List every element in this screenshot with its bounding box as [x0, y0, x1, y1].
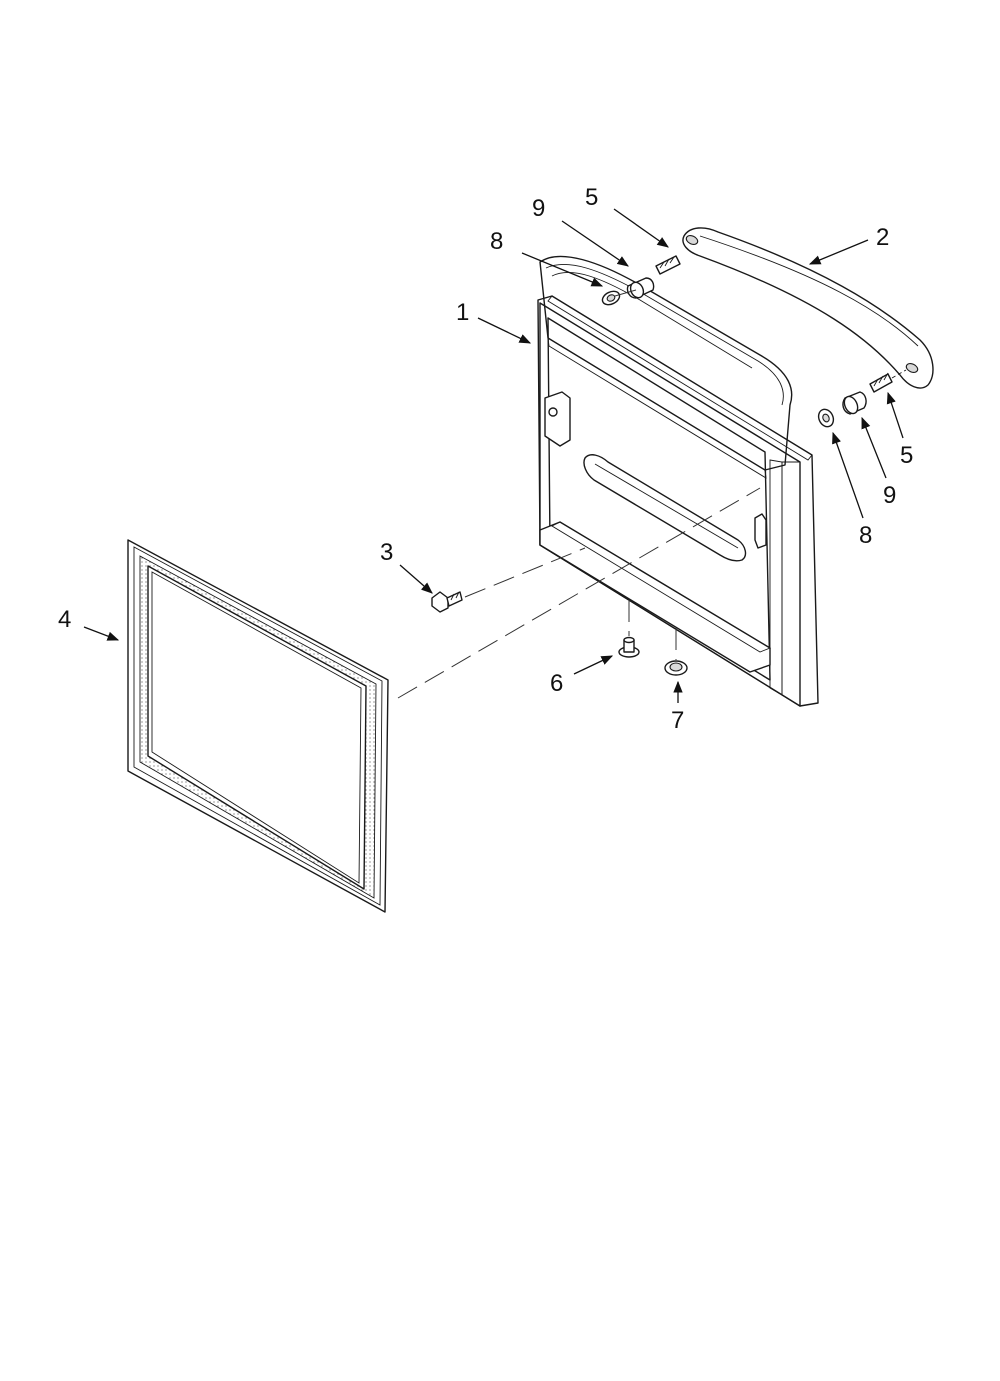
- callout-2: 2: [876, 224, 889, 251]
- callout-6: 6: [550, 670, 563, 697]
- door-handle: [682, 227, 934, 389]
- callout-4: 4: [58, 606, 71, 633]
- callout-8-right: 8: [859, 522, 872, 549]
- door-cap: [664, 660, 688, 676]
- callout-7: 7: [671, 707, 684, 734]
- door-stud: [618, 636, 640, 658]
- callout-labels: 1 2 3 4 5 5 6 7 8 8 9 9: [58, 184, 913, 734]
- callout-8-top: 8: [490, 228, 503, 255]
- callout-1: 1: [456, 299, 469, 326]
- callout-arrows: [83, 208, 904, 703]
- door-gasket: [127, 539, 389, 913]
- callout-5-right: 5: [900, 442, 913, 469]
- gasket-screw: [431, 591, 463, 613]
- right-mounting-hardware: [817, 369, 907, 428]
- freezer-door: [537, 255, 819, 707]
- callout-5-top: 5: [585, 184, 598, 211]
- assembly-lines: [397, 289, 761, 699]
- callout-3: 3: [380, 539, 393, 566]
- callout-9-top: 9: [532, 195, 545, 222]
- callout-9-right: 9: [883, 482, 896, 509]
- top-mounting-hardware: [601, 255, 681, 306]
